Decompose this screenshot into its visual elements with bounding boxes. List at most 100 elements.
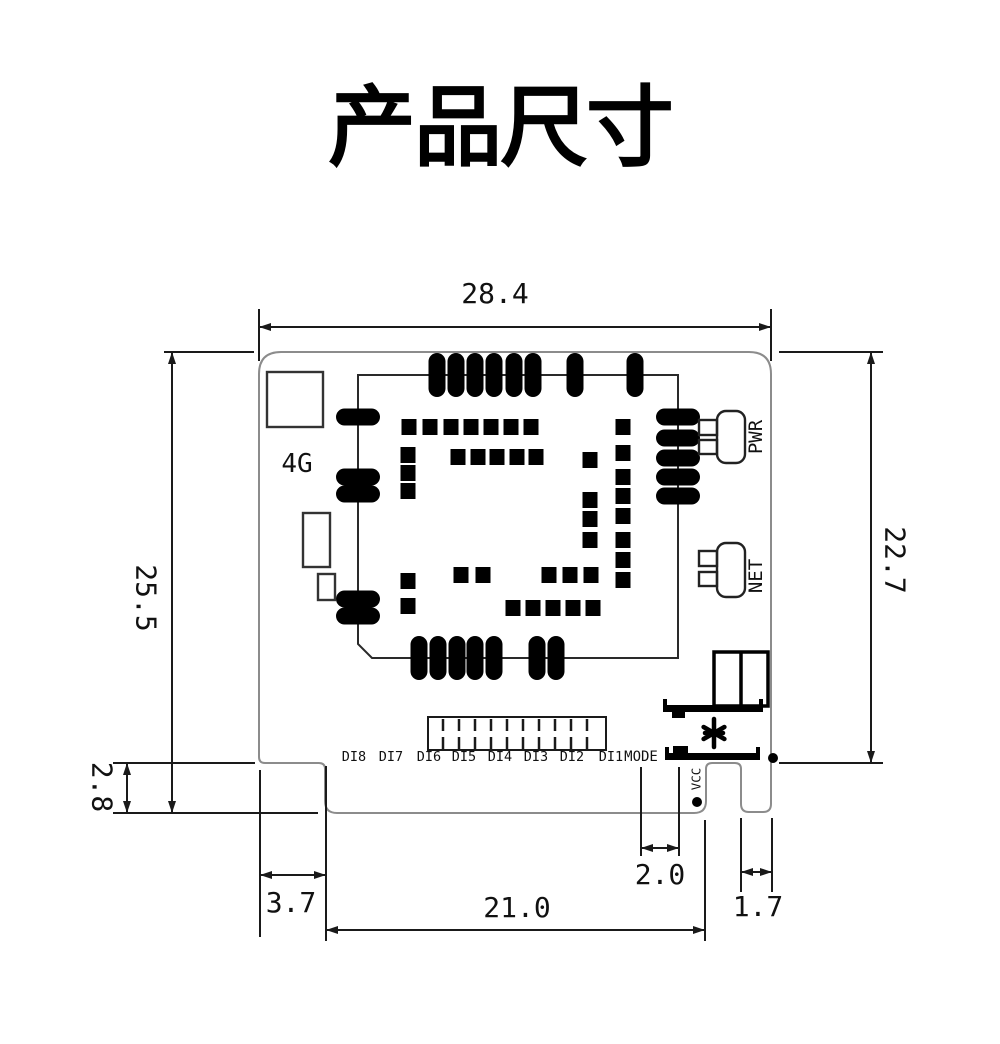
pwr-led-pad-icon <box>697 438 719 456</box>
module-pad-pill <box>466 636 484 680</box>
module-outline <box>357 374 679 659</box>
module-pad-pill <box>485 636 503 680</box>
net-led-symbol: NET <box>697 541 767 599</box>
dim-top-width-value: 28.4 <box>461 277 528 310</box>
module-pad-pill <box>656 408 700 426</box>
module-pad-pill <box>656 487 700 505</box>
pwr-led-pad-icon <box>697 418 719 437</box>
mode-label: MODE <box>624 749 658 765</box>
dim-right-tab-width: 1.7 <box>733 818 784 923</box>
module-pad-square <box>615 419 631 435</box>
module-pad-pill <box>448 636 466 680</box>
dim-bottom-tab-width-value: 21.0 <box>483 891 550 924</box>
dim-vcc-slot-width-value: 2.0 <box>635 858 686 891</box>
pwr-led-symbol: PWR <box>697 409 767 465</box>
module-pad-square <box>525 600 541 616</box>
mode-switch-bar <box>665 746 760 760</box>
net-led-body-icon <box>715 541 747 599</box>
module-pad-pill <box>505 353 523 397</box>
di-pin-label: DI5 <box>452 749 476 765</box>
module-pad-square <box>565 600 581 616</box>
di-pin-label: DI3 <box>524 749 548 765</box>
dim-left-height-value: 25.5 <box>130 564 163 631</box>
module-pad-pill <box>656 429 700 447</box>
module-pad-pill <box>528 636 546 680</box>
di-pin-label: DI2 <box>560 749 584 765</box>
di-pin-label: DI6 <box>417 749 441 765</box>
dim-right-height-value: 22.7 <box>879 526 912 593</box>
module-pad-square <box>475 567 491 583</box>
module-pad-square <box>585 600 601 616</box>
component-outline-large <box>301 511 332 569</box>
module-pad-pill <box>429 636 447 680</box>
module-pad-square <box>562 567 578 583</box>
vcc-label: VCC <box>689 768 704 791</box>
dim-tab-height: 2.8 <box>86 762 255 813</box>
module-pad-square <box>615 532 631 548</box>
module-pad-pill <box>485 353 503 397</box>
module-pad-square <box>545 600 561 616</box>
component-outline-small <box>316 572 337 602</box>
module-pad-square <box>400 573 416 589</box>
module-pad-square <box>615 469 631 485</box>
dim-right-tab-width-value: 1.7 <box>733 890 784 923</box>
module-pad-square <box>615 508 631 524</box>
module-pad-pill <box>336 468 380 486</box>
vcc-pin-dot <box>692 797 702 807</box>
module-pad-square <box>615 488 631 504</box>
dim-left-height: 25.5 <box>113 351 318 814</box>
module-pad-square <box>463 419 479 435</box>
module-pad-square <box>400 465 416 481</box>
module-pad-pill <box>656 468 700 486</box>
module-pad-square <box>509 449 525 465</box>
dim-vcc-slot-width: 2.0 <box>635 767 686 891</box>
module-pad-pill <box>336 590 380 608</box>
module-pad-square <box>582 492 598 508</box>
dim-top-width: 28.4 <box>258 277 772 361</box>
module-pad-pill <box>566 353 584 397</box>
module-pad-pill <box>447 353 465 397</box>
module-pad-square <box>503 419 519 435</box>
pwr-led-label: PWR <box>745 419 767 454</box>
module-pad-square <box>523 419 539 435</box>
star-icon <box>701 716 727 750</box>
module-pad-square <box>483 419 499 435</box>
module-pad-pill <box>466 353 484 397</box>
terminal-block <box>712 650 770 708</box>
module-pad-square <box>615 572 631 588</box>
corner-reference-dot <box>768 753 778 763</box>
di-pin-label: DI1 <box>599 749 623 765</box>
pin-header-outline <box>427 716 607 751</box>
switch-bar-upper <box>663 699 763 718</box>
module-pad-square <box>401 419 417 435</box>
page-title: 产品尺寸 <box>327 78 674 177</box>
module-pad-square <box>400 447 416 463</box>
dim-right-height: 22.7 <box>779 351 912 764</box>
net-led-label: NET <box>745 559 767 593</box>
dim-left-offset-value: 3.7 <box>266 886 317 919</box>
module-pads <box>336 353 700 680</box>
dim-tab-height-value: 2.8 <box>86 762 119 813</box>
module-pad-square <box>615 445 631 461</box>
pwr-led-body-icon <box>715 409 747 465</box>
module-pad-square <box>489 449 505 465</box>
module-pad-square <box>582 511 598 527</box>
pin-header-connector <box>427 716 607 751</box>
module-pad-pill <box>524 353 542 397</box>
module-pad-pill <box>626 353 644 397</box>
module-pad-pill <box>428 353 446 397</box>
net-led-pad-icon <box>697 549 719 568</box>
module-pad-pill <box>656 449 700 467</box>
dim-bottom-tab-width: 21.0 <box>326 820 706 941</box>
module-pad-pill <box>410 636 428 680</box>
module-pad-pill <box>336 408 380 426</box>
module-pad-pill <box>336 607 380 625</box>
pcb-board-outline <box>258 351 772 814</box>
net-led-pad-icon <box>697 570 719 588</box>
module-pad-square <box>583 567 599 583</box>
di-pin-label: DI4 <box>488 749 512 765</box>
module-pad-pill <box>547 636 565 680</box>
